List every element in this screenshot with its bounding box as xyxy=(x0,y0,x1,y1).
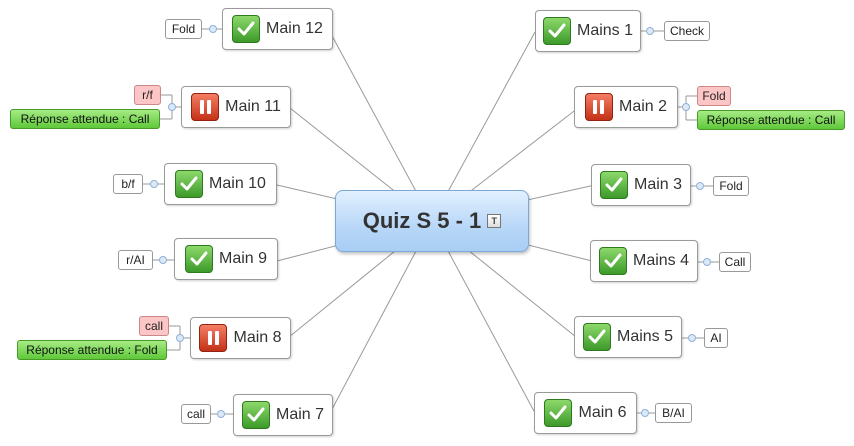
topic-main-12[interactable]: Main 12 xyxy=(222,8,333,50)
checkmark-icon xyxy=(241,401,270,429)
checkmark-icon xyxy=(175,170,204,198)
tag-b-f: b/f xyxy=(113,174,143,194)
topic-label: Mains 1 xyxy=(576,22,634,39)
pause-icon xyxy=(191,93,220,121)
topic-main-7[interactable]: Main 7 xyxy=(233,394,333,436)
topic-label: Main 8 xyxy=(233,329,282,346)
topic-main-2[interactable]: Main 2 xyxy=(574,86,678,128)
checkmark-icon xyxy=(598,247,627,275)
checkmark-icon xyxy=(599,171,628,199)
topic-label: Main 9 xyxy=(218,250,268,267)
tag-fold-wrong: Fold xyxy=(697,86,731,106)
topic-mains-4[interactable]: Mains 4 xyxy=(590,240,698,282)
checkmark-icon xyxy=(582,323,611,351)
tag-ai: AI xyxy=(704,328,728,348)
topic-label: Main 3 xyxy=(633,176,683,193)
topic-main-8[interactable]: Main 8 xyxy=(190,317,291,359)
tag-r-ai: r/AI xyxy=(118,250,153,270)
checkmark-icon xyxy=(544,399,573,427)
tag-fold: Fold xyxy=(713,176,749,196)
tag-expected-answer: Réponse attendue : Call xyxy=(697,110,845,130)
topic-label: Main 6 xyxy=(578,404,627,421)
tag-call: Call xyxy=(719,252,751,272)
tag-call-wrong: call xyxy=(139,316,169,336)
tag-expected-answer: Réponse attendue : Fold xyxy=(17,340,167,360)
topic-mains-5[interactable]: Mains 5 xyxy=(574,316,682,358)
topic-mains-1[interactable]: Mains 1 xyxy=(535,10,641,52)
topic-label: Main 2 xyxy=(618,98,668,115)
topic-label: Mains 4 xyxy=(632,252,690,269)
tag-check: Check xyxy=(664,21,710,41)
tag-b-ai: B/AI xyxy=(655,403,692,423)
checkmark-icon xyxy=(232,15,261,43)
central-topic[interactable]: Quiz S 5 - 1 T xyxy=(335,190,529,252)
topic-main-10[interactable]: Main 10 xyxy=(164,163,277,205)
topic-main-6[interactable]: Main 6 xyxy=(534,392,637,434)
topic-main-11[interactable]: Main 11 xyxy=(181,86,291,128)
tag-r-f-wrong: r/f xyxy=(134,85,161,105)
checkmark-icon xyxy=(184,245,213,273)
topic-label: Main 7 xyxy=(275,406,325,423)
topic-main-9[interactable]: Main 9 xyxy=(174,238,278,280)
tag-call: call xyxy=(181,404,211,424)
topic-label: Mains 5 xyxy=(616,328,674,345)
tag-fold: Fold xyxy=(165,19,202,39)
topic-main-3[interactable]: Main 3 xyxy=(591,164,691,206)
note-icon[interactable]: T xyxy=(487,214,502,228)
topic-label: Main 10 xyxy=(209,175,266,192)
pause-icon xyxy=(199,324,228,352)
tag-expected-answer: Réponse attendue : Call xyxy=(10,109,160,129)
checkmark-icon xyxy=(542,17,571,45)
central-topic-title: Quiz S 5 - 1 xyxy=(362,208,482,233)
pause-icon xyxy=(584,93,613,121)
topic-label: Main 11 xyxy=(225,98,281,115)
topic-label: Main 12 xyxy=(266,20,323,37)
